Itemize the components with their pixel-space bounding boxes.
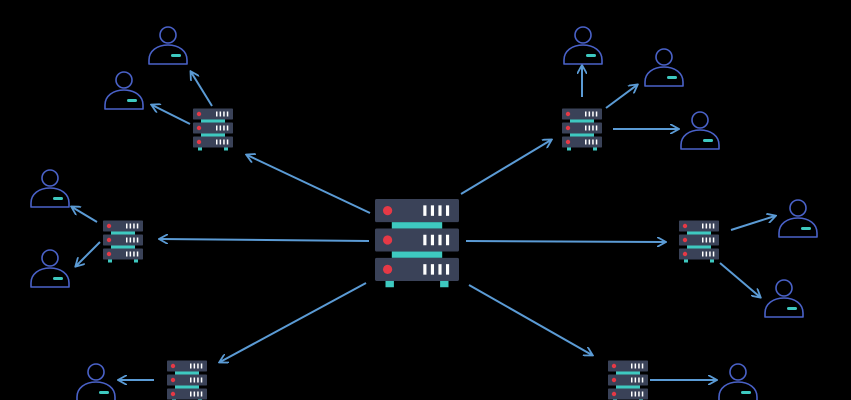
arrow-icon	[220, 282, 367, 362]
user-icon	[148, 26, 188, 65]
user-icon	[718, 363, 758, 400]
user-icon	[778, 199, 818, 238]
arrow-icon	[191, 72, 213, 107]
relay-server-icon	[608, 360, 648, 400]
central-server-icon	[375, 199, 459, 288]
user-icon	[644, 48, 684, 87]
arrow-icon	[152, 105, 191, 125]
users-layer	[30, 26, 818, 400]
user-icon	[764, 279, 804, 318]
arrow-icon	[468, 284, 592, 355]
arrow-icon	[247, 155, 371, 214]
arrow-icon	[460, 140, 551, 195]
arrow-icon	[465, 241, 665, 242]
user-icon	[76, 363, 116, 400]
servers-layer	[103, 108, 719, 400]
arrow-icon	[72, 207, 98, 223]
relay-server-icon	[167, 360, 207, 400]
user-icon	[680, 111, 720, 150]
arrow-icon	[605, 85, 637, 109]
arrow-icon	[160, 239, 370, 241]
user-icon	[30, 249, 70, 288]
arrow-icon	[76, 241, 101, 266]
relay-server-icon	[103, 220, 143, 263]
user-icon	[563, 26, 603, 65]
relay-server-icon	[679, 220, 719, 263]
user-icon	[30, 169, 70, 208]
arrow-icon	[730, 216, 775, 231]
arrow-icon	[719, 262, 760, 297]
arrows-layer	[72, 66, 775, 380]
relay-server-icon	[193, 108, 233, 151]
user-icon	[104, 71, 144, 110]
relay-server-icon	[562, 108, 602, 151]
